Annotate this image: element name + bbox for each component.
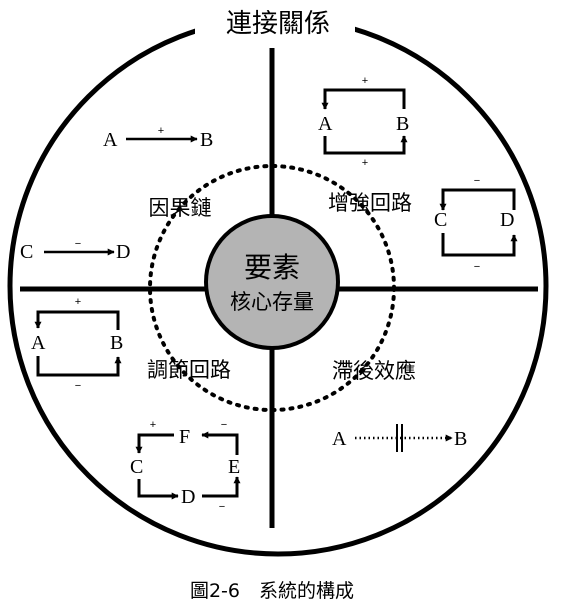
delayed-link-ab: A B [332,424,467,452]
label-causal-chain: 因果鏈 [149,196,212,220]
loop-arrow-top [321,88,406,110]
sign-plus: + [158,125,164,137]
reinforcing-loop-cd: − C D − [434,175,518,273]
sign-minus: − [221,419,227,431]
sign-plus: + [75,296,81,308]
sign-minus: − [219,501,225,513]
balancing-loop-ab: + A B − [31,296,123,392]
causal-link-ab: A + B [103,125,213,151]
node-b: B [454,428,467,450]
sign-plus: + [150,419,156,431]
sign-minus: − [474,175,480,187]
sign-minus: − [75,238,81,250]
node-b: B [200,129,213,151]
node-b: B [396,113,409,135]
node-a: A [318,113,333,135]
balancing-loop-cdef: F C E D + − − [130,419,241,513]
node-a: A [31,332,46,354]
title-backdrop [195,0,355,40]
node-b: B [110,332,123,354]
loop-arrow-top [439,188,516,211]
sign-plus: + [362,157,368,169]
arrow-f-to-c [135,433,174,454]
node-a: A [332,428,347,450]
arrow-e-to-f [201,431,239,455]
node-e: E [228,456,240,478]
dotted-inner-circle [148,164,396,412]
node-d: D [116,241,130,263]
node-c: C [130,456,143,478]
core-label-stock: 核心存量 [230,290,314,314]
sign-minus: − [474,261,480,273]
loop-arrow-bottom [323,135,408,155]
causal-link-cd: C − D [20,238,130,263]
label-delay: 滯後效應 [332,359,416,383]
label-reinforcing-loop: 增強回路 [328,191,412,215]
arrow-d-to-e [202,476,241,498]
sign-minus: − [75,380,81,392]
node-f: F [179,426,190,448]
diagram-title: 連接關係 [226,9,330,39]
loop-arrow-bottom [36,356,122,377]
core-label-elements: 要素 [244,251,300,284]
loop-arrow-top [34,310,120,330]
node-c: C [20,241,33,263]
node-a: A [103,129,118,151]
node-d: D [181,486,195,508]
arrow-c-to-d [137,479,179,500]
core-circle [204,214,340,350]
label-balancing-loop: 調節回路 [147,358,231,382]
reinforcing-loop-ab: + A B + [318,75,409,169]
node-c: C [434,209,447,231]
node-d: D [500,209,514,231]
loop-arrow-bottom [441,233,518,257]
sign-plus: + [362,75,368,87]
figure-caption: 圖2-6 系統的構成 [190,580,354,602]
